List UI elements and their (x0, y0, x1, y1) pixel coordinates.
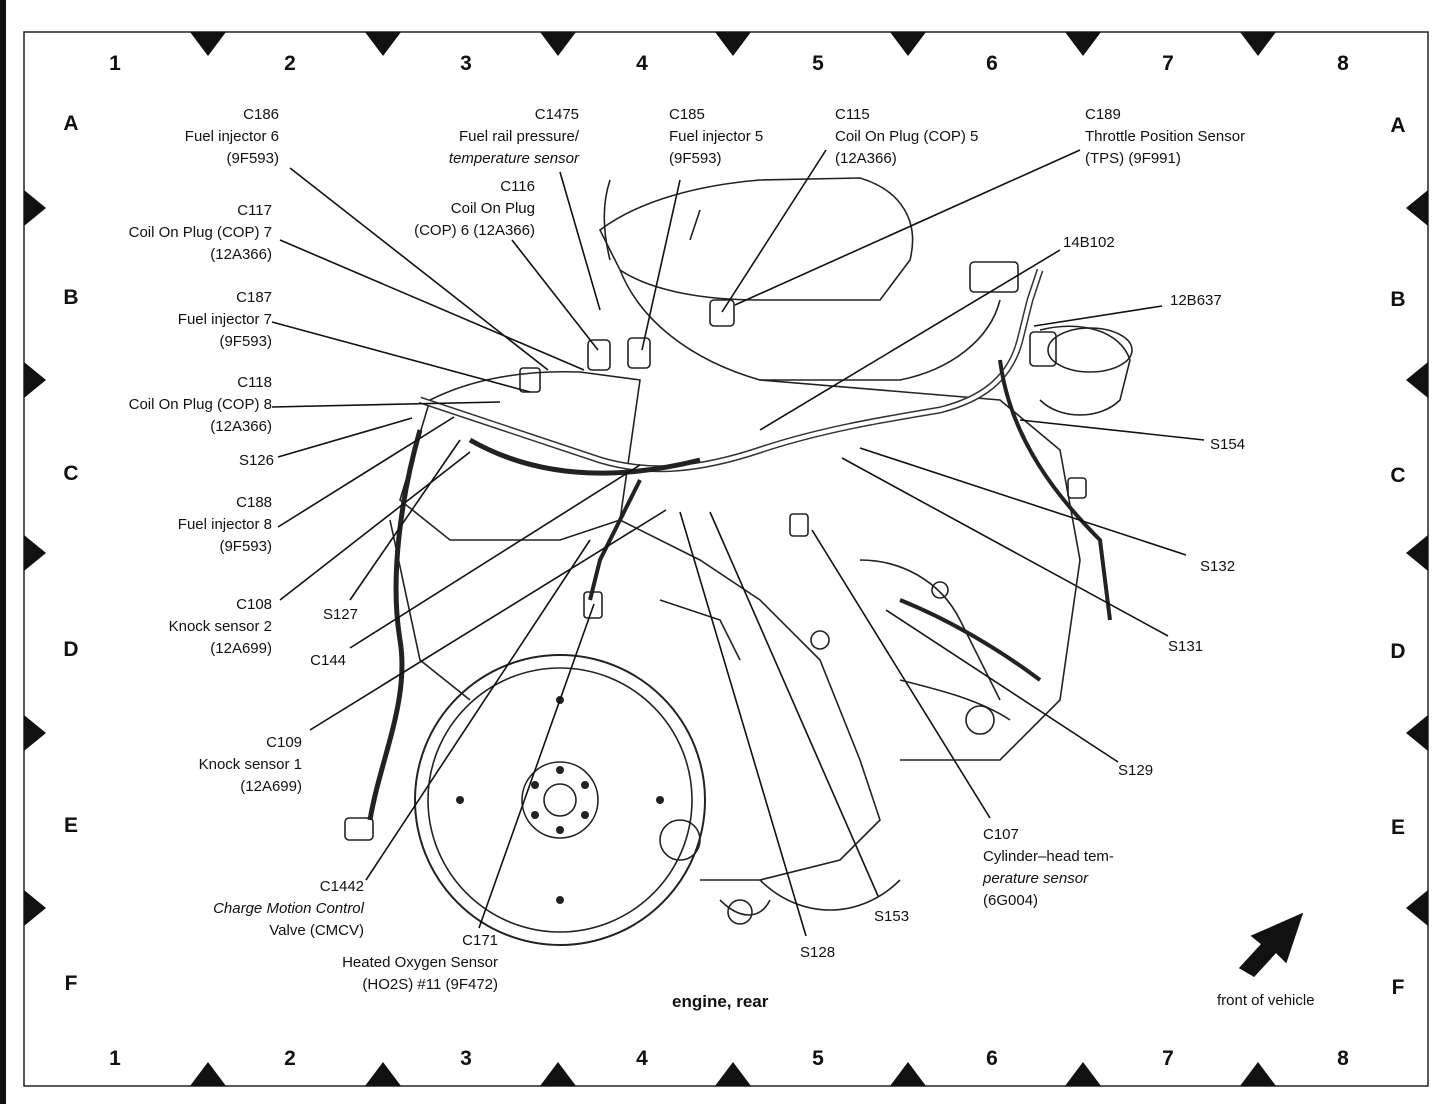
grid-col-bottom-4: 4 (636, 1047, 648, 1070)
label-14b102: 14B102 (1063, 234, 1115, 251)
grid-col-bottom-3: 3 (460, 1047, 472, 1070)
label-s131: S131 (1168, 638, 1204, 655)
grid-row-left-f: F (64, 972, 78, 995)
grid-col-top-5: 5 (812, 52, 824, 75)
grid-col-bottom-8: 8 (1337, 1047, 1349, 1070)
grid-row-left-e: E (63, 814, 78, 837)
label-12b637: 12B637 (1170, 292, 1222, 309)
grid-row-left-b: B (63, 286, 79, 309)
grid-row-left-d: D (63, 638, 79, 661)
label-s129: S129 (1118, 762, 1154, 779)
grid-col-top-4: 4 (636, 52, 648, 75)
front-of-vehicle-arrow (1238, 912, 1304, 977)
left-edge-bar (0, 0, 6, 1104)
grid-col-bottom-6: 6 (986, 1047, 998, 1070)
grid-col-top-3: 3 (460, 52, 472, 75)
grid-row-left-a: A (63, 112, 79, 135)
engine-illustration (344, 177, 1133, 946)
label-s128: S128 (800, 944, 836, 961)
bottom-grid-markers (190, 1062, 1276, 1086)
right-grid-markers (1406, 190, 1428, 926)
grid-col-top-7: 7 (1162, 52, 1174, 75)
label-s154: S154 (1210, 436, 1246, 453)
grid-row-right-e: E (1390, 816, 1405, 839)
label-s132: S132 (1200, 558, 1236, 575)
label-s127: S127 (322, 606, 358, 623)
grid-row-right-a: A (1390, 114, 1406, 137)
grid-col-bottom-5: 5 (812, 1047, 824, 1070)
leader-lines (271, 149, 1205, 937)
grid-row-right-f: F (1391, 976, 1405, 999)
caption-engine-rear: engine, rear (672, 992, 769, 1011)
grid-col-top-6: 6 (986, 52, 998, 75)
label-c144: C144 (310, 652, 346, 669)
grid-row-right-b: B (1390, 288, 1406, 311)
left-grid-markers (24, 190, 46, 926)
label-s153: S153 (874, 908, 910, 925)
grid-col-bottom-7: 7 (1162, 1047, 1174, 1070)
label-s126: S126 (238, 452, 274, 469)
grid-col-top-1: 1 (109, 52, 121, 75)
grid-col-bottom-2: 2 (284, 1047, 296, 1070)
grid-col-top-2: 2 (284, 52, 296, 75)
front-of-vehicle-label: front of vehicle (1217, 992, 1315, 1009)
grid-col-bottom-1: 1 (109, 1047, 121, 1070)
grid-row-right-d: D (1390, 640, 1406, 663)
grid-row-left-c: C (63, 462, 79, 485)
grid-row-right-c: C (1390, 464, 1406, 487)
top-grid-markers (190, 32, 1276, 56)
grid-col-top-8: 8 (1337, 52, 1349, 75)
